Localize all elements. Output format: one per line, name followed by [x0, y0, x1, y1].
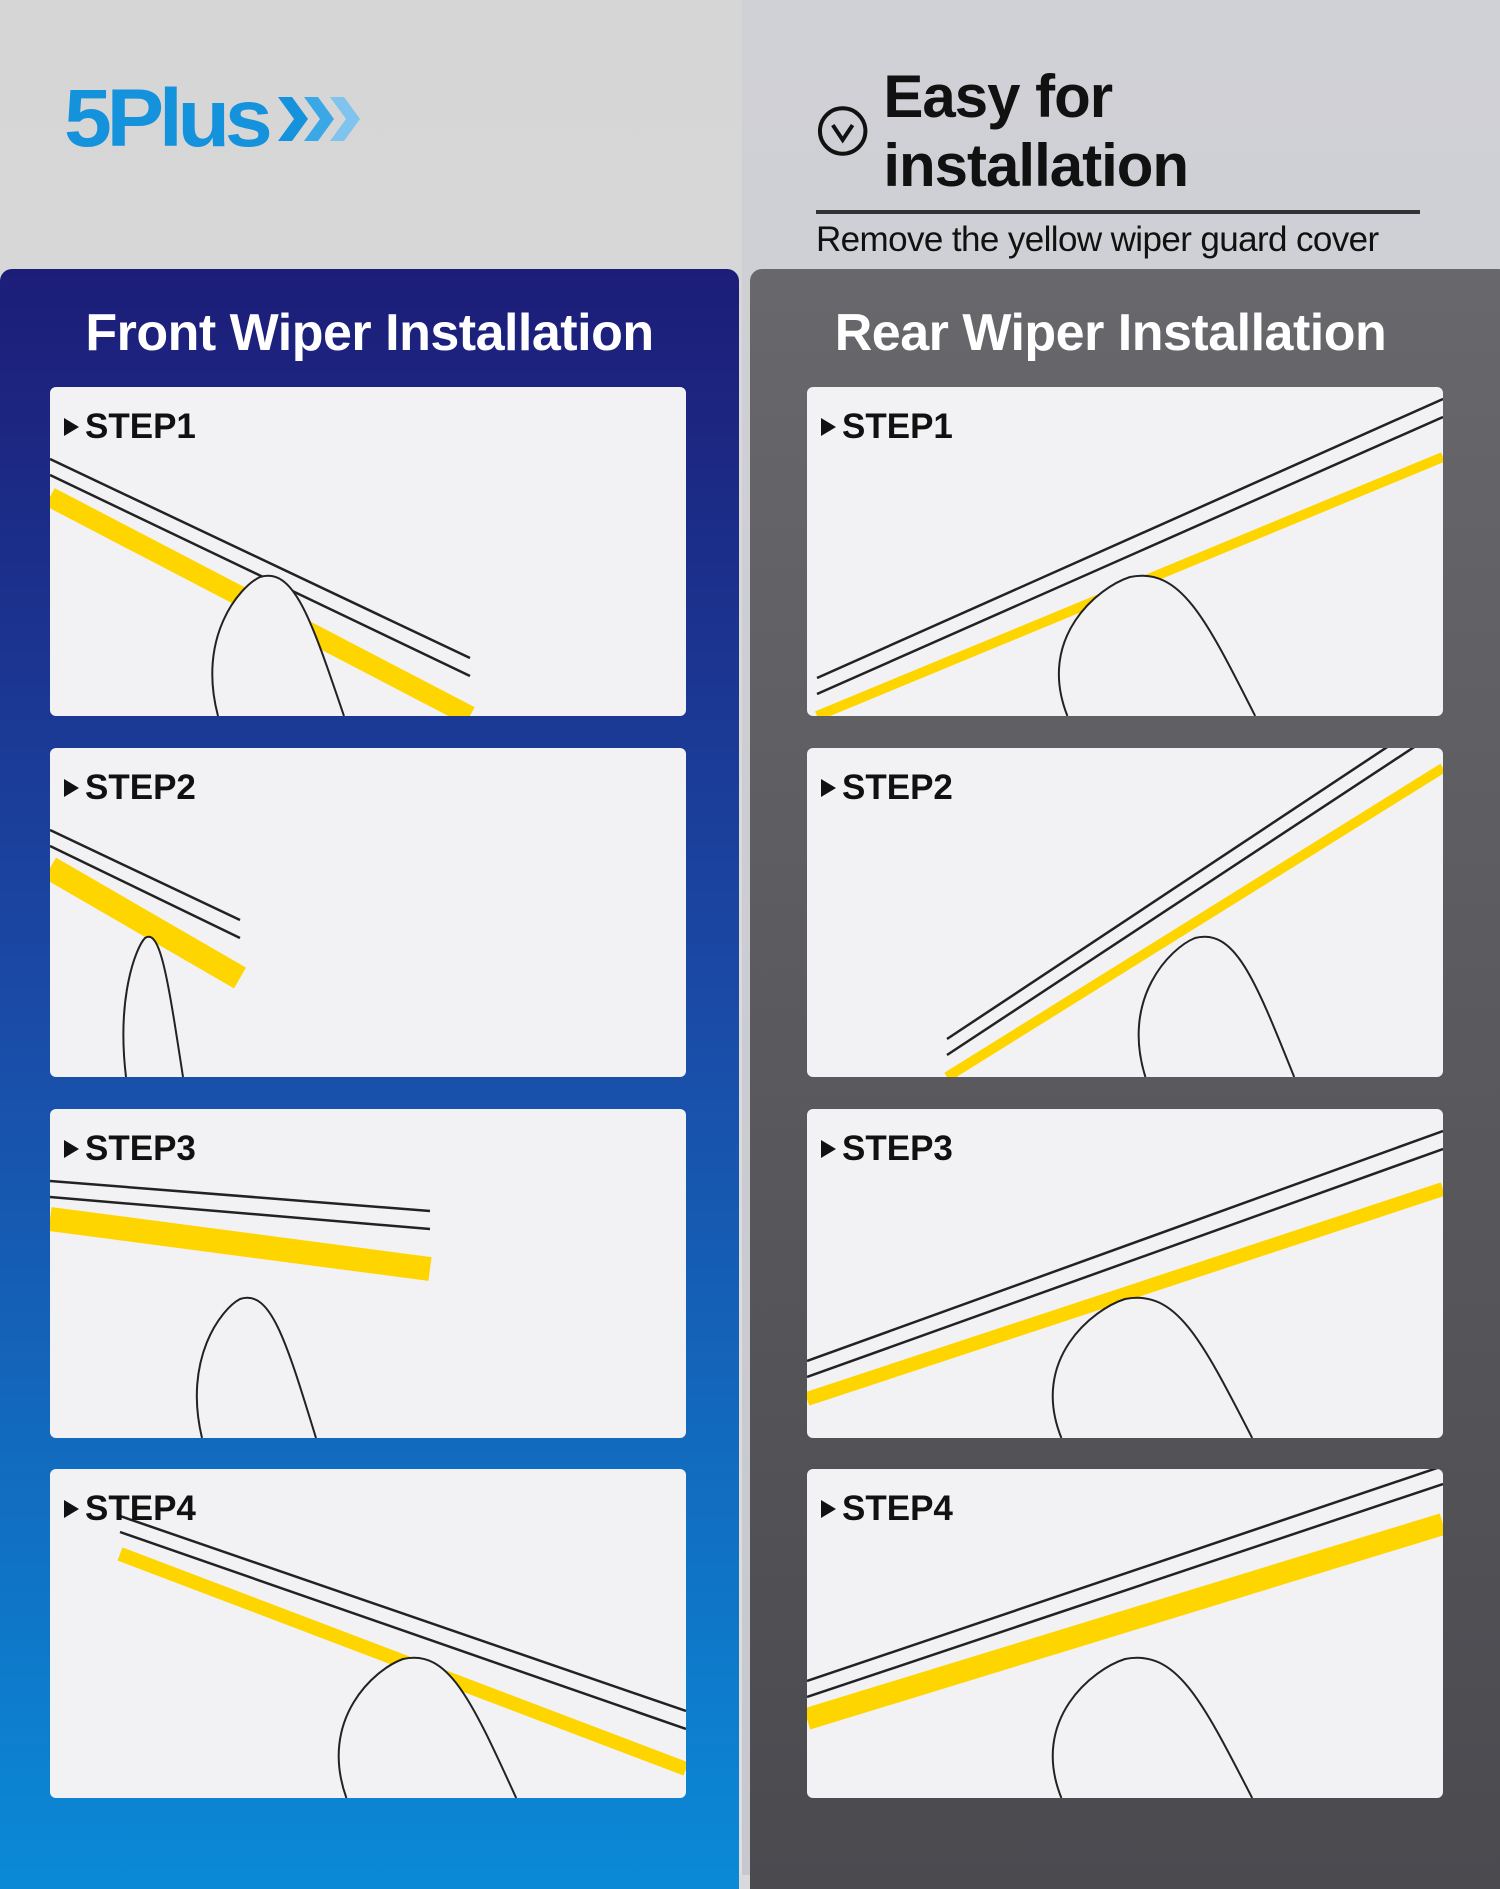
rear-step2-card: STEP2 — [807, 748, 1443, 1077]
step-label: STEP2 — [821, 768, 953, 808]
step-text: STEP4 — [842, 1489, 953, 1528]
rear-step1-card: STEP1 — [807, 387, 1443, 716]
step-label: STEP4 — [821, 1489, 953, 1529]
chevron-down-circle-icon — [817, 106, 868, 156]
play-triangle-icon — [64, 1140, 79, 1158]
step-text: STEP1 — [842, 407, 953, 446]
wiper-illustration — [944, 748, 1443, 1077]
step-label: STEP1 — [821, 407, 953, 447]
feature-subtitle: Remove the yellow wiper guard cover — [816, 220, 1379, 259]
step-text: STEP4 — [85, 1489, 196, 1528]
front-panel-title: Front Wiper Installation — [85, 304, 654, 362]
step-text: STEP3 — [842, 1129, 953, 1168]
front-step4-card: STEP4 — [50, 1469, 686, 1798]
wiper-illustration — [117, 1514, 686, 1798]
rear-panel-title: Rear Wiper Installation — [834, 304, 1387, 362]
step-label: STEP3 — [821, 1129, 953, 1169]
play-triangle-icon — [821, 1140, 836, 1158]
wiper-illustration — [815, 397, 1443, 716]
front-step1-card: STEP1 — [50, 387, 686, 716]
play-triangle-icon — [821, 1500, 836, 1518]
play-triangle-icon — [64, 418, 79, 436]
step-label: STEP4 — [64, 1489, 196, 1529]
wiper-illustration — [807, 1469, 1443, 1798]
brand-name: 5Plus — [64, 73, 273, 164]
step-label: STEP3 — [64, 1129, 196, 1169]
rear-step4-card: STEP4 — [807, 1469, 1443, 1798]
wiper-illustration — [50, 457, 475, 716]
step-text: STEP3 — [85, 1129, 196, 1168]
feature-title: Easy for installation — [883, 63, 1189, 199]
play-triangle-icon — [64, 1500, 79, 1518]
divider — [816, 210, 1420, 214]
play-triangle-icon — [821, 779, 836, 797]
step-label: STEP2 — [64, 768, 196, 808]
wiper-illustration — [50, 1179, 432, 1438]
play-triangle-icon — [821, 418, 836, 436]
triple-chevron-icon — [277, 97, 360, 141]
step-text: STEP2 — [85, 768, 196, 807]
step-text: STEP2 — [842, 768, 953, 807]
wiper-illustration — [807, 1129, 1443, 1438]
step-text: STEP1 — [85, 407, 196, 446]
feature-header: Easy for installation Remove the yellow … — [816, 62, 1426, 260]
wiper-illustration — [50, 828, 247, 1077]
play-triangle-icon — [64, 779, 79, 797]
front-step3-card: STEP3 — [50, 1109, 686, 1438]
step-label: STEP1 — [64, 407, 196, 447]
rear-step3-card: STEP3 — [807, 1109, 1443, 1438]
brand-logo: 5Plus — [64, 72, 364, 166]
front-step2-card: STEP2 — [50, 748, 686, 1077]
